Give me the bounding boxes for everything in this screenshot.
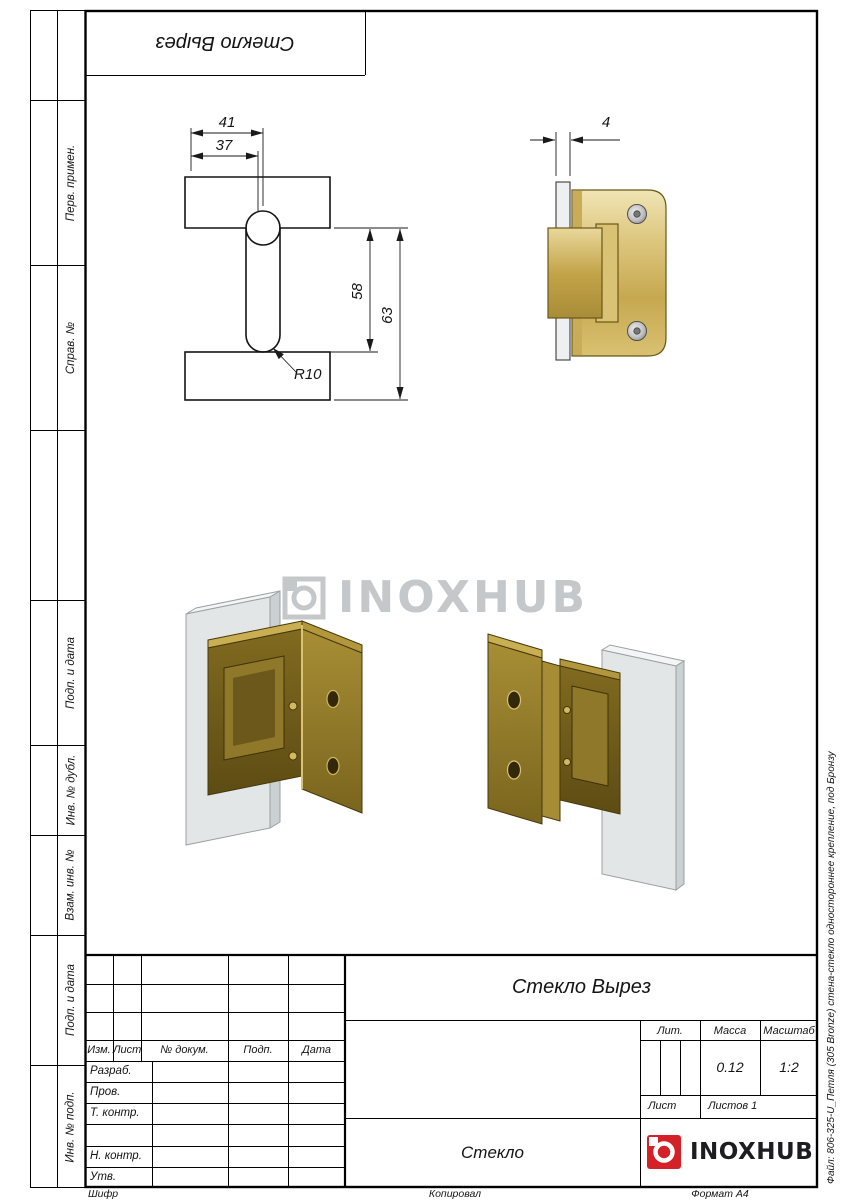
- view-iso-left: [185, 590, 363, 846]
- hinge-flange: [301, 628, 363, 814]
- tb-sheet-label: Лист: [648, 1100, 677, 1112]
- title-block-grid: [86, 953, 816, 1186]
- view-iso-right: [487, 633, 686, 891]
- tb-row-tkontr: Т. контр.: [90, 1107, 140, 1119]
- dim-41-label: 41: [218, 114, 236, 131]
- dim-58-label: 58: [348, 282, 366, 300]
- tb-mass-value: 0.12: [716, 1059, 744, 1075]
- tb-scale-value: 1:2: [779, 1059, 799, 1075]
- tb-row-utv: Утв.: [90, 1171, 117, 1183]
- margin-label-inv-dubl: Инв. № дубл.: [65, 754, 78, 826]
- footer-format: Формат А4: [691, 1188, 749, 1200]
- margin-label-inv-podp: Инв. № подп.: [65, 1090, 78, 1163]
- clamp-screw: [288, 701, 298, 711]
- tb-col-data: Дата: [301, 1044, 332, 1056]
- brand-text: INOXHUB: [690, 1139, 814, 1165]
- tb-mass-label: Масса: [713, 1025, 747, 1037]
- clamp-screw: [563, 706, 571, 714]
- clamp-screw: [563, 758, 571, 766]
- flange-hole: [506, 690, 522, 710]
- dim-r10-label: R10: [294, 366, 322, 383]
- tb-row-razrab: Разраб.: [90, 1065, 132, 1077]
- view-side-hinge: [547, 181, 667, 361]
- tb-col-dokum: № докум.: [160, 1044, 209, 1056]
- flange-hole: [506, 760, 522, 780]
- tb-lit-label: Лит.: [657, 1025, 683, 1037]
- dim-63-label: 63: [378, 306, 396, 324]
- tb-col-izm: Изм.: [87, 1044, 111, 1056]
- margin-label-perv-primen: Перв. примен.: [65, 144, 78, 221]
- flange-hole: [326, 689, 340, 709]
- tb-sheets-label: Листов 1: [708, 1100, 758, 1112]
- clamp-screw: [288, 751, 298, 761]
- tb-doc-title: Стекло Вырез: [511, 976, 651, 998]
- margin-label-podp-data-2: Подп. и дата: [65, 964, 77, 1036]
- margin-label-podp-data-1: Подп. и дата: [65, 636, 77, 709]
- view-2d-cutout-outline: [184, 176, 331, 401]
- sheet-frame: [30, 9, 819, 1189]
- brand-logo-icon: [647, 1135, 681, 1169]
- tb-col-list: Лист: [113, 1044, 142, 1056]
- watermark-logo-icon: [282, 576, 326, 619]
- view-side-dimension-lines: [530, 132, 620, 176]
- stamp-rotated-title: Стекло Вырез: [155, 32, 295, 54]
- watermark: INOXHUB: [282, 572, 588, 623]
- file-note: Файл: 806-325-U_Петля (305 Bronze) стена…: [826, 751, 837, 1184]
- hinge-flange: [487, 641, 543, 825]
- tb-row-prov: Пров.: [90, 1086, 121, 1098]
- brand-logo: INOXHUB: [646, 1134, 813, 1170]
- footer-shifr: Шифр: [88, 1188, 119, 1200]
- tb-col-podp: Подп.: [243, 1044, 273, 1056]
- hinge-glass-clamp: [547, 227, 603, 319]
- tb-scale-label: Масштаб: [763, 1025, 815, 1037]
- watermark-text: INOXHUB: [338, 572, 589, 623]
- tb-row-nkontr: Н. контр.: [90, 1150, 142, 1162]
- glass-panel-edge: [675, 660, 685, 891]
- hinge-knuckle: [541, 660, 561, 822]
- margin-label-sprav-no: Справ. №: [65, 321, 77, 374]
- flange-hole: [326, 756, 340, 776]
- tb-material: Стекло: [461, 1143, 524, 1162]
- dim-37-label: 37: [215, 137, 233, 154]
- margin-label-vzam-inv: Взам. инв. №: [65, 849, 78, 921]
- dim-4-label: 4: [601, 114, 611, 131]
- view-2d-dimension-lines: [190, 128, 408, 401]
- footer-kopiroval: Копировал: [428, 1188, 482, 1200]
